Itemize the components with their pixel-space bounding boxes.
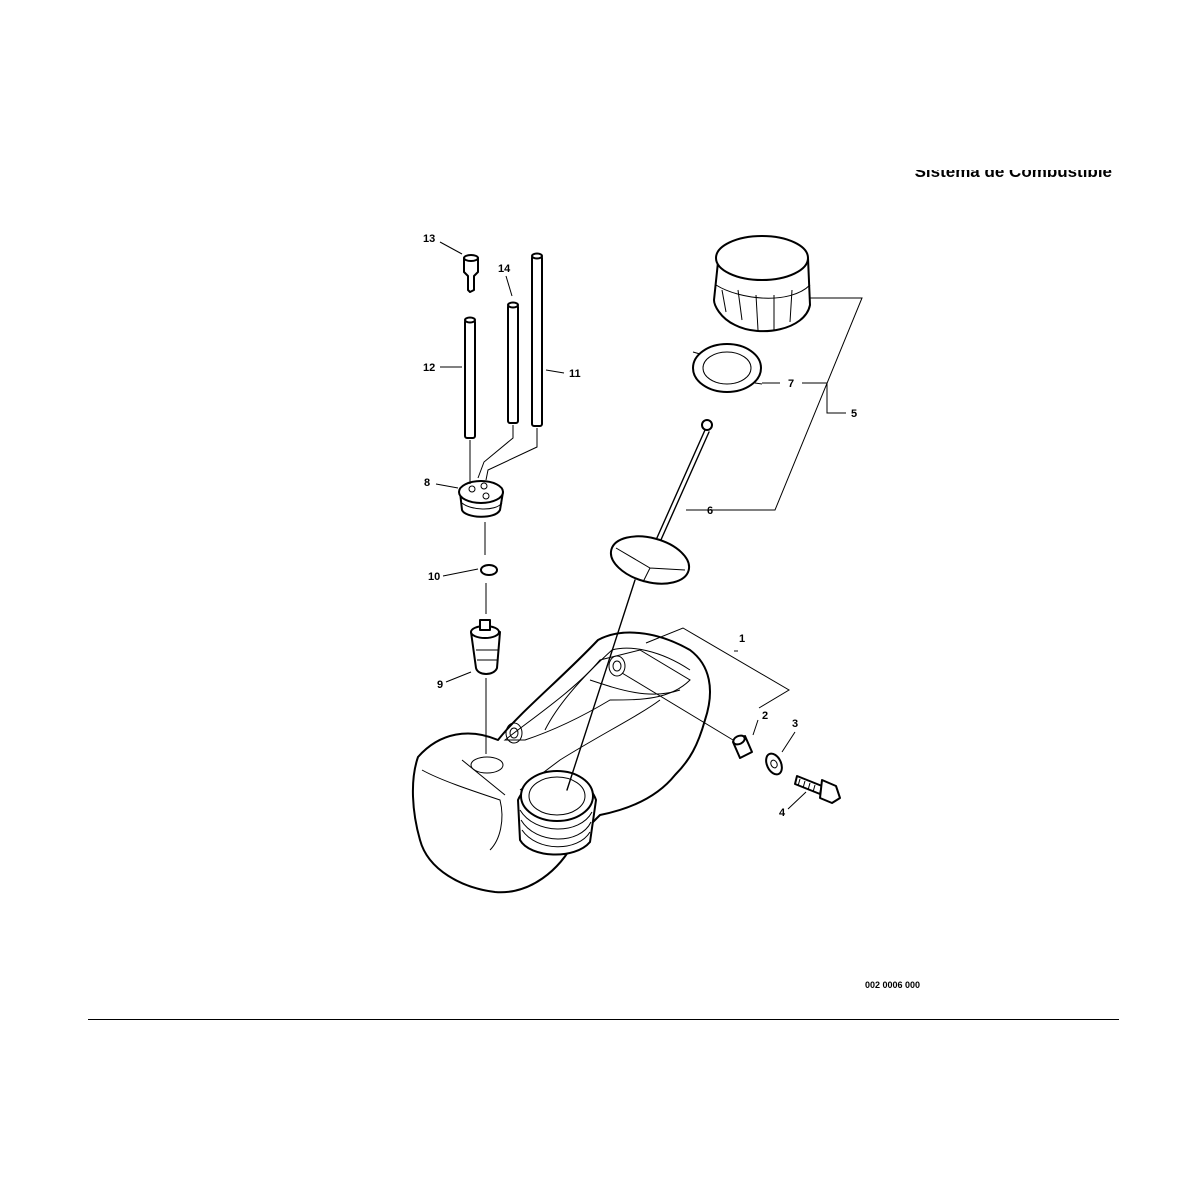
fuel-filter [470,619,501,675]
washer [765,752,783,776]
page-title: Sistema de Combustible [800,170,1112,188]
callout-10: 10 [428,571,440,583]
callout-11: 11 [569,368,581,380]
callout-2: 2 [762,710,768,722]
callout-13: 13 [423,233,435,245]
callout-9: 9 [437,679,443,691]
fuel-hose-14 [507,301,519,424]
fuel-strainer [566,419,713,791]
cap-gasket [692,343,763,393]
callout-7: 7 [788,378,794,390]
callout-1: 1 [739,633,745,645]
footer-divider [88,1019,1119,1020]
callout-4: 4 [779,807,786,819]
bolt [794,775,841,804]
leader-lines [435,241,863,810]
callout-6: 6 [707,505,713,517]
o-ring [480,564,498,576]
spacer [732,734,753,759]
fuel-cap [713,235,811,333]
callout-3: 3 [792,718,798,730]
callout-labels: 13 14 12 11 8 10 9 7 5 6 1 2 3 4 [423,233,857,819]
callout-8: 8 [424,477,430,489]
fuel-hose-11 [531,252,543,427]
tank-grommet [458,480,504,518]
hose-fitting [463,254,479,293]
callout-14: 14 [498,263,511,275]
fuel-tank [411,631,711,894]
page-title-text: Sistema de Combustible [914,170,1112,181]
callout-12: 12 [423,362,435,374]
fuel-hose-12 [464,316,476,439]
drawing-code: 002 0006 000 [864,980,920,990]
callout-5: 5 [851,408,857,420]
